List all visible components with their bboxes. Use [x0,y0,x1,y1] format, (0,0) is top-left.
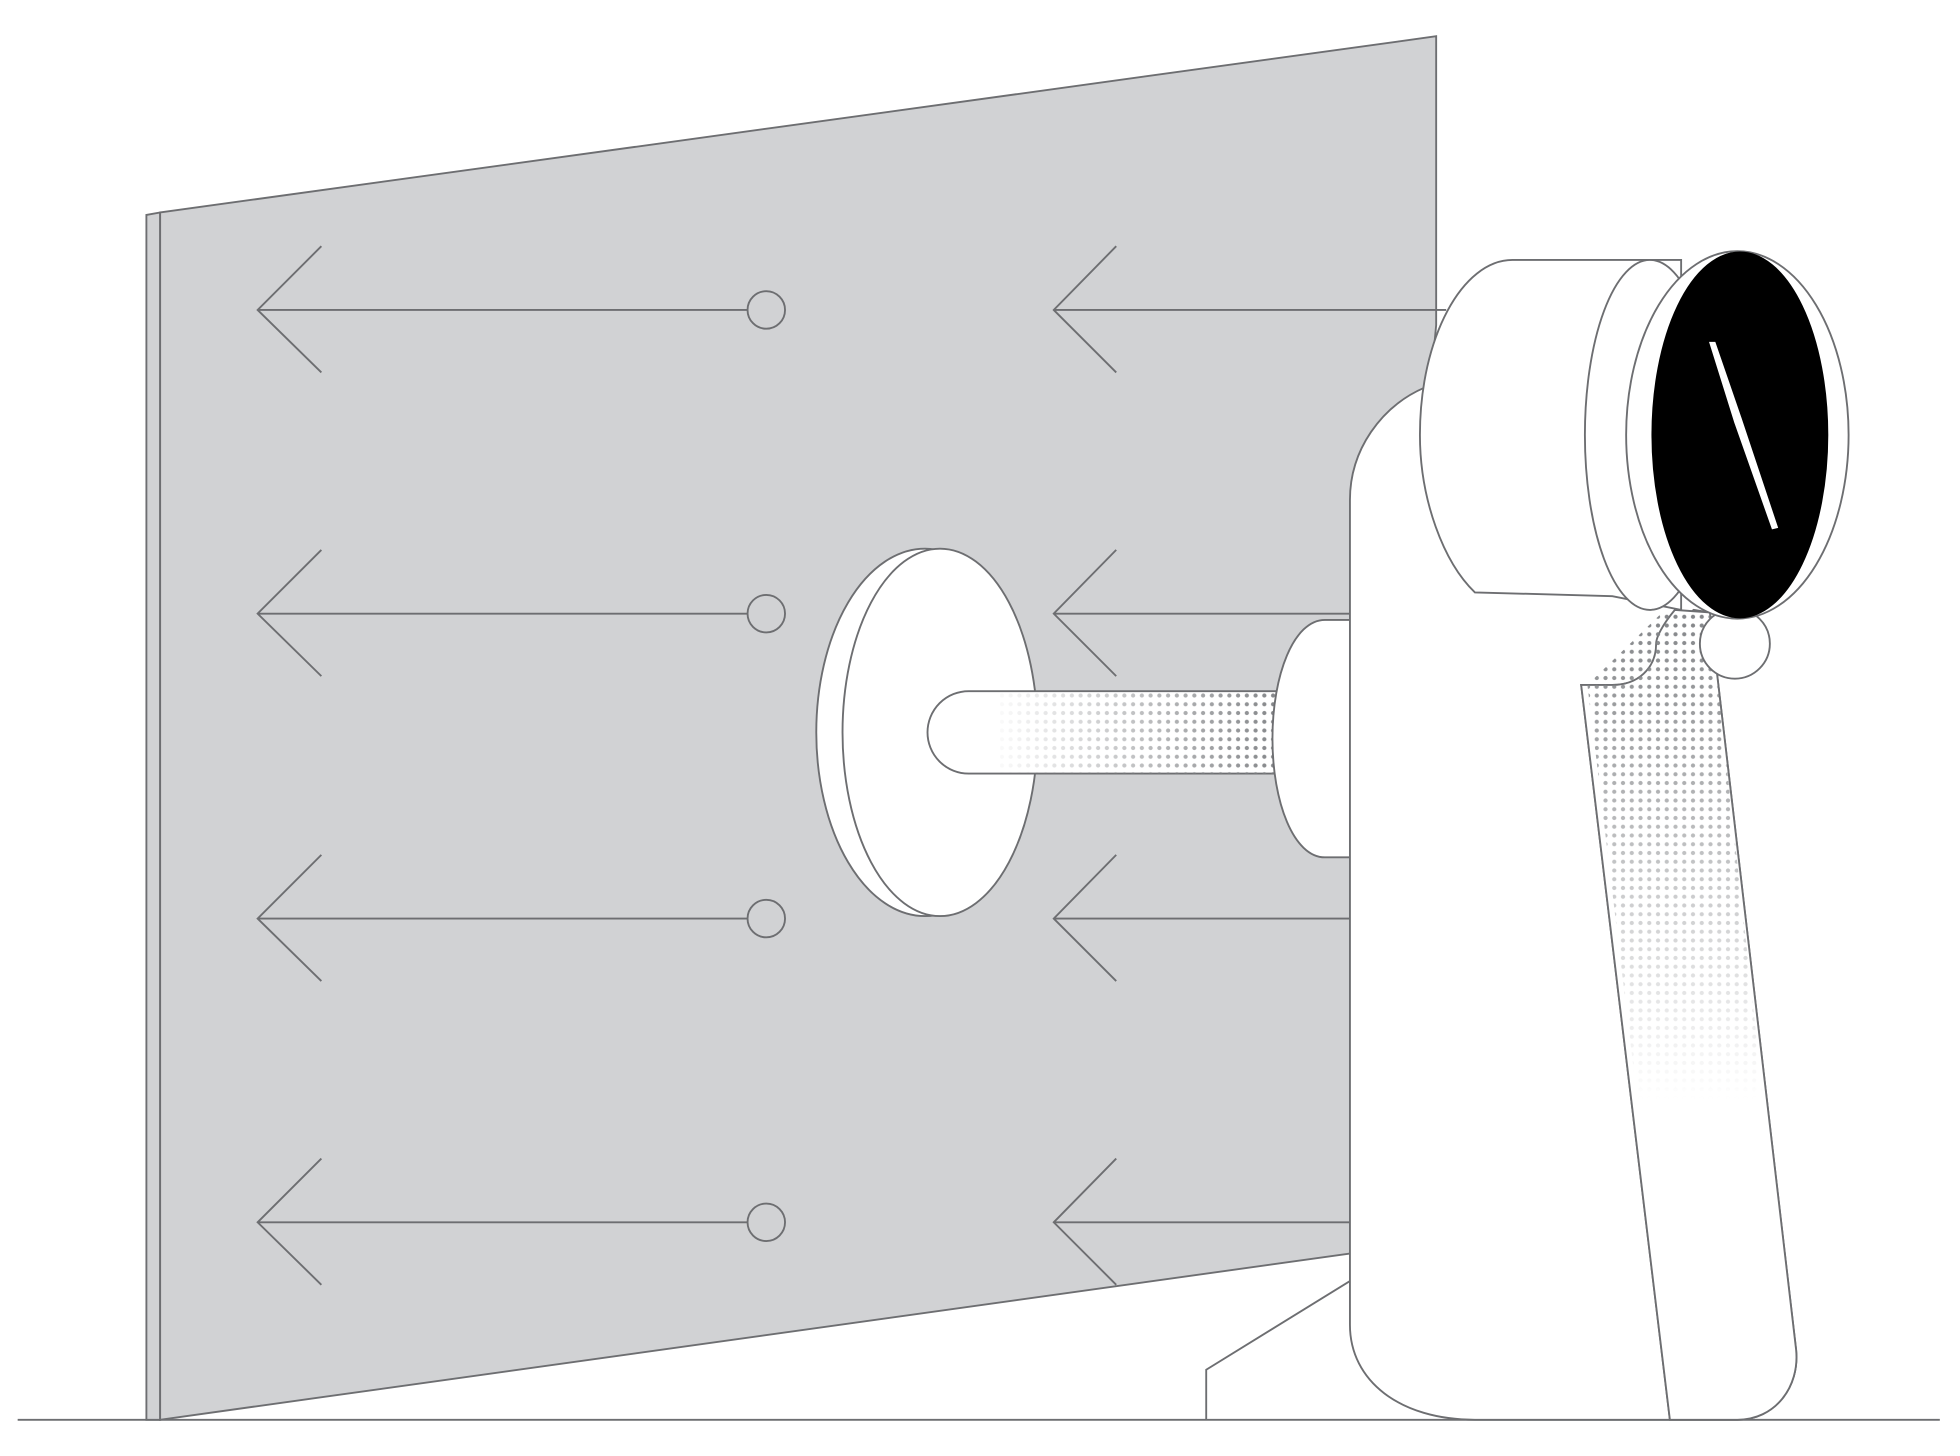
rod-mount [1271,618,1351,859]
arrow-row-1 [256,245,1447,374]
arrow-row-3 [256,854,1350,982]
dial-needle [1709,341,1779,530]
arrow-row-2 [256,549,1350,677]
arrows [256,245,1447,1286]
arrow-row-4 [256,1157,1350,1286]
stand-foot [1205,1280,1351,1420]
panel-edge [145,211,162,1421]
